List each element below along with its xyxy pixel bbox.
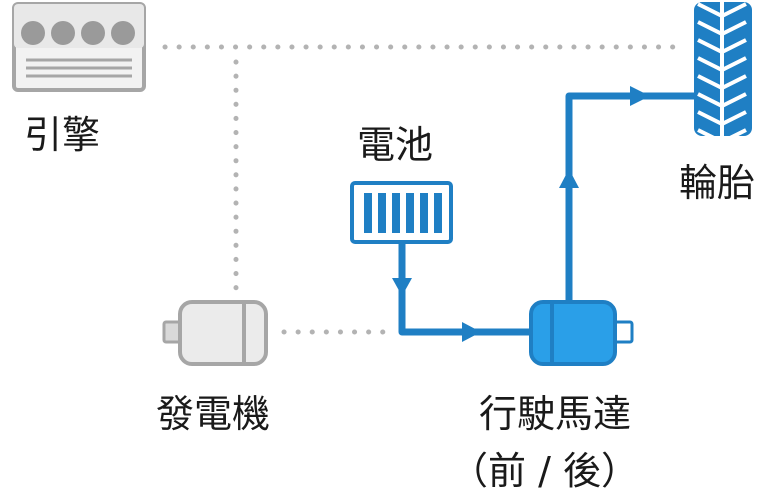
inactive-connectors xyxy=(162,44,687,335)
engine-icon xyxy=(12,2,146,92)
generator-icon xyxy=(162,300,268,366)
drive-motor-sublabel: （前 / 後） xyxy=(450,449,639,493)
arrow-right-upper xyxy=(630,86,650,106)
tire-icon xyxy=(694,2,752,136)
battery-icon xyxy=(350,181,453,244)
drive-motor-icon xyxy=(529,300,634,366)
battery-label: 電池 xyxy=(357,123,434,167)
motor-to-tire-line xyxy=(565,92,695,304)
arrow-up xyxy=(559,169,579,188)
battery-to-motor-line xyxy=(398,244,532,336)
drive-motor-label: 行駛馬達 xyxy=(479,392,632,436)
arrow-down xyxy=(392,278,412,296)
arrow-right-lower xyxy=(462,322,481,342)
generator-label: 發電機 xyxy=(156,392,271,436)
flow-arrows xyxy=(392,86,650,342)
power-flow-path xyxy=(398,92,695,336)
engine-label: 引擎 xyxy=(24,113,101,157)
tire-label: 輪胎 xyxy=(679,161,756,205)
